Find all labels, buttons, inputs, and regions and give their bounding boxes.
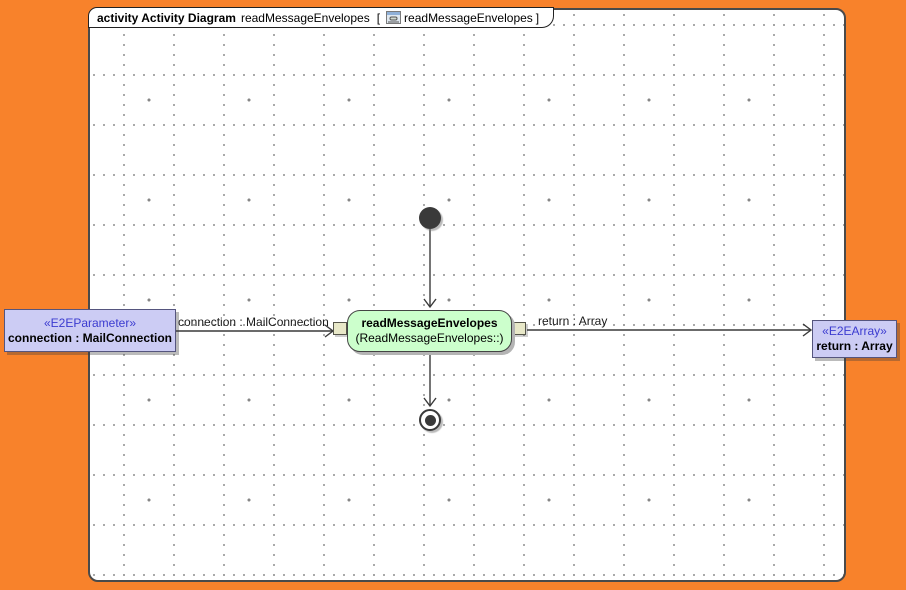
parameter-node-connection[interactable]: «E2EParameter» connection : MailConnecti… [4, 309, 176, 352]
frame-label-tab[interactable]: activity Activity Diagram readMessageEnv… [88, 7, 554, 28]
diagram-canvas[interactable] [88, 8, 846, 582]
parameter-label: return : Array [816, 339, 893, 353]
activity-final-node[interactable] [419, 409, 441, 431]
parameter-stereotype: «E2EParameter» [43, 315, 137, 330]
activity-diagram-icon [386, 11, 402, 24]
parameter-label: connection : MailConnection [8, 330, 172, 345]
action-node[interactable]: readMessageEnvelopes (ReadMessageEnvelop… [347, 310, 512, 352]
edge-label-connection[interactable]: connection : MailConnection [178, 315, 329, 329]
frame-bracket-close: ] [535, 10, 540, 25]
parameter-node-return[interactable]: «E2EArray» return : Array [812, 320, 897, 358]
parameter-stereotype: «E2EArray» [822, 324, 887, 338]
edge-label-return[interactable]: return : Array [538, 314, 608, 328]
frame-diagram-name: readMessageEnvelopes [240, 10, 370, 25]
action-behavior: (ReadMessageEnvelopes::) [355, 331, 504, 345]
output-pin[interactable] [512, 322, 526, 335]
activity-final-inner-dot [424, 414, 436, 426]
frame-bracket-open: [ [376, 10, 381, 25]
frame-keyword: activity Activity Diagram [97, 10, 236, 25]
action-name: readMessageEnvelopes [361, 316, 498, 330]
initial-node[interactable] [419, 207, 441, 229]
input-pin[interactable] [333, 322, 347, 335]
frame-ref-name: readMessageEnvelopes [404, 10, 533, 25]
